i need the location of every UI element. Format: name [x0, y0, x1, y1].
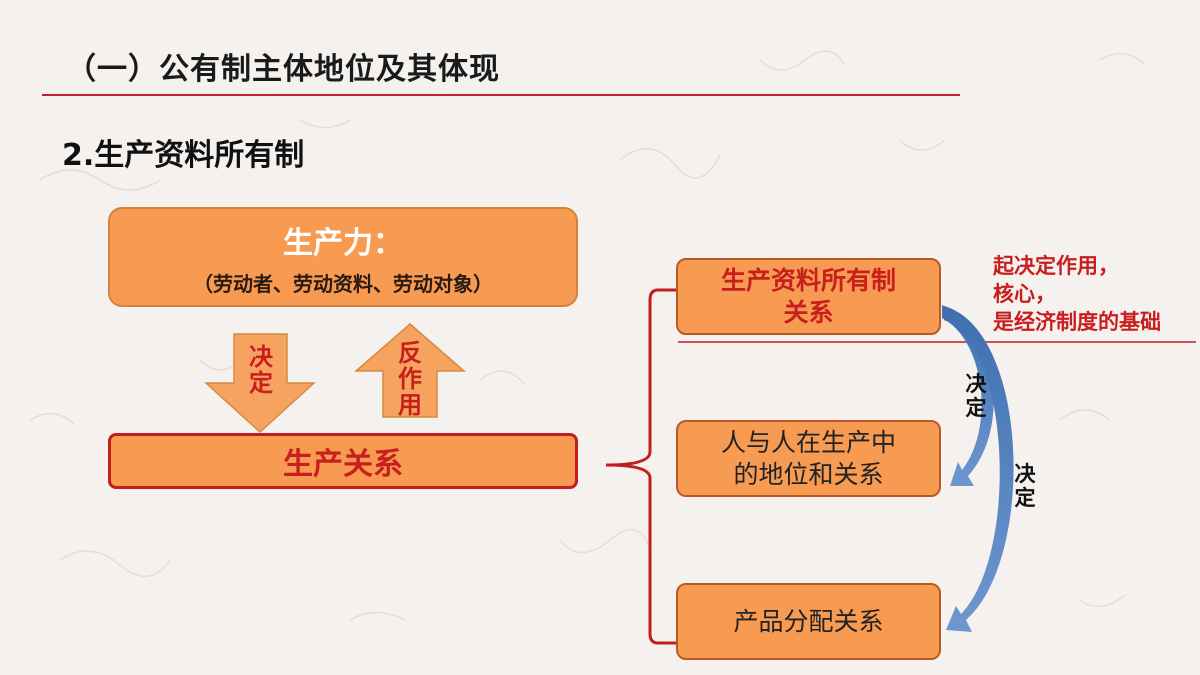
distribution-relation-box: 产品分配关系 — [676, 583, 941, 660]
down-arrow-label: 决 定 — [249, 343, 273, 397]
outer-curve-arrow — [944, 306, 1014, 632]
section-subtitle: 2.生产资料所有制 — [62, 138, 305, 173]
relations-of-production-label: 生产关系 — [283, 447, 403, 482]
up-arrow-label: 反 作 用 — [398, 339, 422, 419]
bracket-shape — [605, 288, 676, 645]
title-divider — [42, 94, 960, 96]
ownership-relation-box: 生产资料所有制 关系 — [676, 258, 941, 335]
productive-forces-label: 生产力： — [283, 225, 403, 261]
page-title: （一）公有制主体地位及其体现 — [66, 52, 500, 87]
inner-decide-label: 决 定 — [965, 372, 987, 420]
down-arrow-shape — [204, 333, 316, 434]
productive-forces-detail: （劳动者、劳动资料、劳动对象） — [193, 271, 493, 296]
up-arrow-shape — [353, 323, 467, 418]
relations-of-production-box: 生产关系 — [108, 433, 578, 489]
outer-decide-label: 决 定 — [1014, 462, 1036, 510]
ownership-note: 起决定作用， 核心， 是经济制度的基础 — [993, 254, 1161, 334]
status-relation-box: 人与人在生产中 的地位和关系 — [676, 420, 941, 497]
productive-forces-box: 生产力： （劳动者、劳动资料、劳动对象） — [108, 207, 578, 307]
